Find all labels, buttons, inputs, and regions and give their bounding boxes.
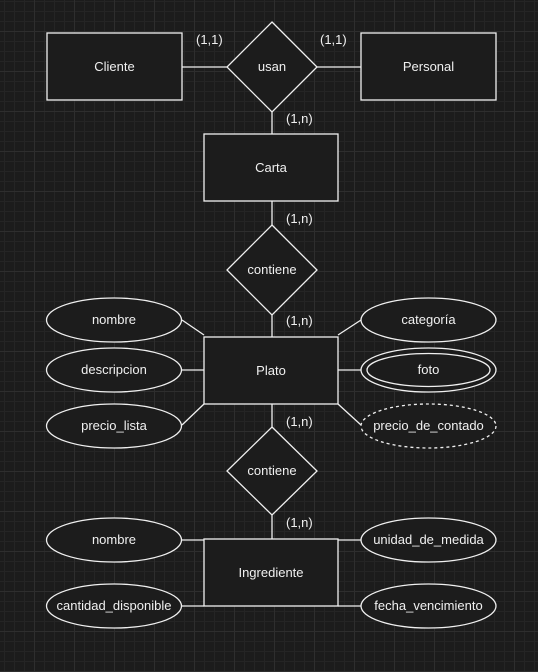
cardinalities: (1,1) (1,1) (1,n) (1,n) (1,n) (1,n) (1,n…: [196, 32, 347, 530]
attribute-plato-categoria[interactable]: categoría: [360, 297, 497, 343]
attribute-plato-foto-multivalued[interactable]: foto: [360, 347, 497, 393]
relationship-contiene-label: contiene: [247, 463, 296, 478]
cardinality-contiene-ingrediente: (1,n): [286, 515, 313, 530]
attribute-ingrediente-unidad-de-medida[interactable]: unidad_de_medida: [360, 517, 497, 563]
cardinality-contiene-plato: (1,n): [286, 313, 313, 328]
entity-ingrediente-label: Ingrediente: [238, 565, 303, 580]
entity-cliente-label: Cliente: [94, 59, 134, 74]
connectors: [181, 66, 362, 607]
attribute-label: categoría: [401, 312, 456, 327]
connector-plato-precio-lista: [181, 403, 205, 426]
entity-personal-label: Personal: [403, 59, 454, 74]
attribute-label: unidad_de_medida: [373, 532, 484, 547]
attribute-label: nombre: [92, 312, 136, 327]
attribute-label: precio_de_contado: [373, 418, 484, 433]
relationship-contiene-carta-plato[interactable]: contiene: [226, 224, 318, 316]
attribute-ingrediente-fecha-vencimiento[interactable]: fecha_vencimiento: [360, 583, 497, 629]
entity-plato-label: Plato: [256, 363, 286, 378]
attribute-plato-precio-lista[interactable]: precio_lista: [45, 403, 183, 449]
cardinality-cliente-usan: (1,1): [196, 32, 223, 47]
attribute-ingrediente-cantidad-disponible[interactable]: cantidad_disponible: [45, 583, 183, 629]
cardinality-plato-contiene: (1,n): [286, 414, 313, 429]
attribute-plato-precio-de-contado-derived[interactable]: precio_de_contado: [360, 403, 497, 449]
connector-plato-precio-de-contado: [337, 403, 362, 426]
connector-plato-nombre: [181, 319, 205, 336]
relationship-contiene-plato-ingrediente[interactable]: contiene: [226, 426, 318, 516]
cardinality-carta-contiene: (1,n): [286, 211, 313, 226]
attribute-plato-descripcion[interactable]: descripcion: [45, 347, 183, 393]
cardinality-personal-usan: (1,1): [320, 32, 347, 47]
entity-personal[interactable]: Personal: [360, 32, 497, 101]
attribute-label: descripcion: [81, 362, 147, 377]
connector-plato-categoria: [337, 319, 362, 336]
attribute-label: fecha_vencimiento: [374, 598, 482, 613]
entity-ingrediente[interactable]: Ingrediente: [203, 538, 339, 607]
attribute-plato-nombre[interactable]: nombre: [45, 297, 183, 343]
entity-carta-label: Carta: [255, 160, 288, 175]
attribute-label: precio_lista: [81, 418, 148, 433]
attribute-label: nombre: [92, 532, 136, 547]
entity-plato[interactable]: Plato: [203, 336, 339, 405]
attribute-label: cantidad_disponible: [57, 598, 172, 613]
relationship-contiene-label: contiene: [247, 262, 296, 277]
relationship-usan-label: usan: [258, 59, 286, 74]
cardinality-usan-carta: (1,n): [286, 111, 313, 126]
relationship-usan[interactable]: usan: [226, 21, 318, 113]
entity-cliente[interactable]: Cliente: [46, 32, 183, 101]
attribute-ingrediente-nombre[interactable]: nombre: [45, 517, 183, 563]
entity-carta[interactable]: Carta: [203, 133, 339, 202]
attribute-label: foto: [418, 362, 440, 377]
